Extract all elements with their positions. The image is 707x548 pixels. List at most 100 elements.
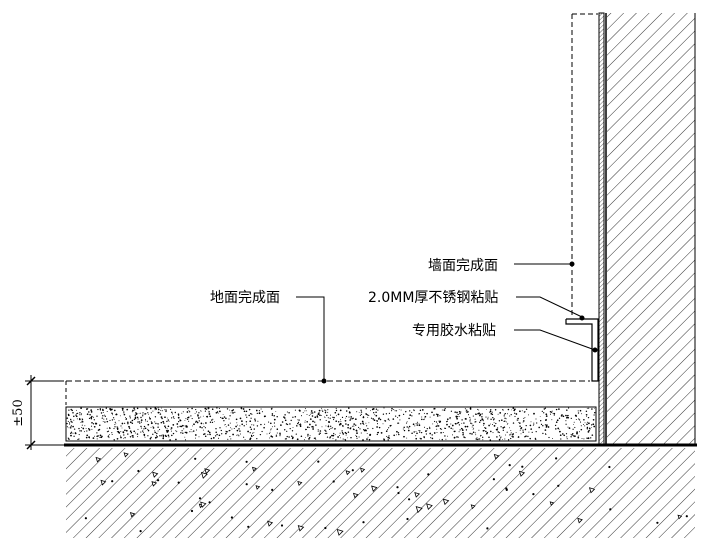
screed-dot	[309, 423, 311, 426]
screed-dot	[451, 424, 454, 427]
screed-dot	[165, 435, 168, 437]
screed-dot	[180, 425, 183, 428]
screed-dot	[308, 414, 310, 416]
screed-dot	[218, 434, 221, 437]
screed-dot	[353, 425, 355, 427]
screed-dot	[350, 418, 352, 420]
screed-dot	[472, 415, 474, 417]
screed-dot	[586, 426, 589, 429]
screed-dot	[148, 416, 151, 418]
screed-dot	[504, 438, 506, 440]
screed-dot	[433, 408, 435, 410]
screed-dot	[342, 438, 344, 440]
screed-dot	[230, 438, 232, 440]
screed-dot	[76, 418, 78, 420]
screed-dot	[570, 433, 572, 435]
screed-dot	[577, 436, 579, 438]
screed-dot	[414, 425, 416, 427]
screed-dot	[471, 433, 473, 435]
screed-dot	[366, 425, 368, 427]
screed-dot	[412, 423, 415, 426]
screed-dot	[314, 416, 317, 419]
screed-dot	[96, 438, 98, 440]
screed-dot	[356, 411, 358, 413]
screed-dot	[512, 436, 514, 438]
screed-dot	[488, 411, 490, 413]
aggregate-stone	[297, 525, 305, 532]
screed-dot	[202, 415, 204, 417]
screed-dot	[147, 413, 149, 415]
screed-dot	[70, 418, 72, 421]
screed-layer	[65, 406, 597, 442]
screed-dot	[223, 420, 225, 422]
screed-dot	[296, 424, 298, 427]
screed-dot	[586, 437, 587, 439]
screed-dot	[133, 430, 136, 433]
screed-dot	[84, 425, 86, 427]
screed-dot	[492, 416, 494, 419]
screed-dot	[594, 412, 596, 414]
screed-dot	[220, 416, 222, 419]
screed-dot	[325, 410, 327, 412]
screed-dot	[541, 410, 543, 412]
screed-dot	[164, 427, 167, 429]
screed-dot	[337, 413, 340, 416]
aggregate-stone	[255, 485, 261, 490]
screed-dot	[119, 415, 121, 417]
screed-dot	[133, 418, 136, 420]
screed-dot	[125, 429, 128, 432]
screed-dot	[519, 429, 521, 431]
screed-dot	[161, 417, 163, 420]
screed-dot	[99, 434, 102, 437]
screed-dot	[270, 428, 272, 430]
screed-dot	[360, 411, 363, 413]
label-wall-finish: 墙面完成面	[428, 258, 498, 274]
screed-dot	[276, 432, 278, 434]
screed-dot	[326, 436, 329, 438]
screed-dot	[439, 420, 442, 423]
screed-dot	[550, 411, 553, 413]
screed-dot	[572, 428, 574, 430]
screed-dot	[76, 413, 78, 415]
screed-dot	[250, 428, 253, 431]
screed-dot	[229, 429, 231, 432]
screed-dot	[436, 432, 438, 433]
screed-dot	[433, 414, 435, 416]
screed-dot	[485, 430, 487, 433]
screed-dot	[306, 414, 308, 415]
screed-dot	[274, 425, 276, 427]
screed-dot	[467, 414, 470, 416]
screed-dot	[485, 416, 487, 418]
screed-dot	[327, 409, 329, 411]
screed-dot	[203, 433, 205, 436]
screed-dot	[154, 430, 156, 432]
screed-dot	[263, 415, 266, 418]
screed-dot	[154, 409, 156, 411]
screed-dot	[73, 419, 75, 421]
screed-dot	[347, 431, 350, 433]
screed-dot	[131, 411, 133, 413]
aggregate-stone	[267, 520, 274, 527]
screed-dot	[376, 423, 379, 425]
screed-dot	[207, 409, 209, 411]
screed-dot	[305, 410, 307, 412]
screed-dot	[524, 428, 527, 431]
aggregate-dot	[397, 491, 400, 495]
screed-dot	[533, 412, 535, 415]
screed-dot	[217, 412, 219, 414]
screed-dot	[545, 419, 547, 421]
screed-dot	[397, 432, 400, 434]
screed-dot	[551, 419, 553, 421]
screed-dot	[217, 437, 220, 439]
screed-dot	[587, 431, 590, 433]
screed-dot	[326, 432, 328, 435]
aggregate-stone	[470, 504, 476, 510]
screed-dot	[476, 436, 478, 438]
screed-dot	[380, 432, 383, 434]
screed-dot	[237, 424, 239, 426]
aggregate-dot	[656, 521, 659, 524]
screed-dot	[506, 431, 508, 433]
screed-dot	[552, 412, 554, 414]
screed-dot	[435, 413, 438, 415]
